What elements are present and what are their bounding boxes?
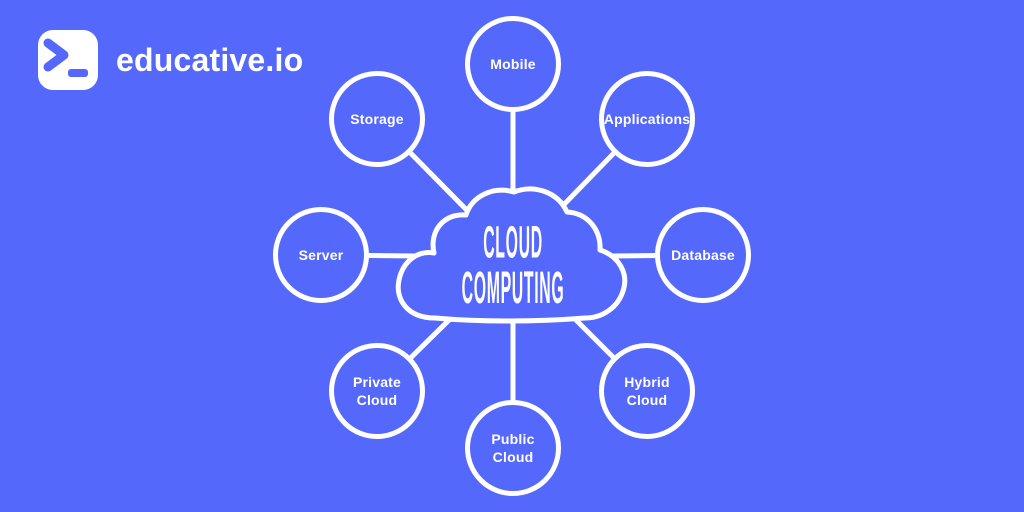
cloud-shape: [395, 186, 628, 324]
brand-name: educative.io: [116, 41, 304, 78]
cloud-group: [395, 186, 628, 324]
node-label-mobile: Mobile: [490, 55, 536, 72]
node-server: Server: [273, 207, 369, 303]
node-label-server: Server: [298, 246, 344, 263]
terminal-icon: [38, 30, 98, 90]
node-label-storage: Storage: [350, 110, 404, 127]
node-label-hybrid-cloud: Hybrid Cloud: [624, 373, 670, 408]
node-public-cloud: Public Cloud: [465, 400, 561, 496]
node-database: Database: [655, 207, 751, 303]
node-hybrid-cloud: Hybrid Cloud: [599, 343, 695, 439]
node-label-private-cloud: Private Cloud: [352, 373, 402, 408]
node-label-applications: Applications: [603, 110, 691, 127]
node-private-cloud: Private Cloud: [329, 343, 425, 439]
node-label-public-cloud: Public Cloud: [491, 430, 535, 465]
node-label-database: Database: [671, 246, 735, 263]
node-applications: Applications: [599, 71, 695, 167]
cloud-computing-label: CLOUD COMPUTING: [461, 217, 565, 314]
node-mobile: Mobile: [465, 16, 561, 112]
node-storage: Storage: [329, 71, 425, 167]
terminal-prompt-glyph: [43, 38, 88, 77]
brand-logo: educative.io: [38, 30, 303, 90]
